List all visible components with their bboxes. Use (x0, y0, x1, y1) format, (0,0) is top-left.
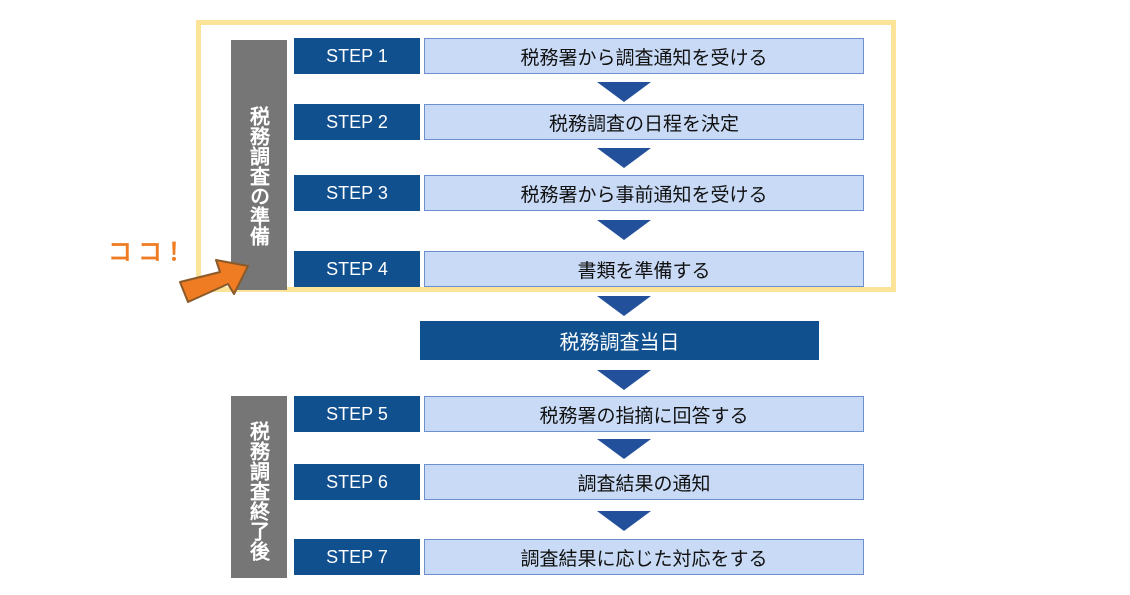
arrow-down-icon (597, 296, 651, 316)
step-6-badge: STEP 6 (294, 464, 420, 500)
arrow-down-icon (597, 439, 651, 459)
callout-text: ココ！ (108, 238, 198, 266)
arrow-down-icon (597, 148, 651, 168)
step-1-description: 税務署から調査通知を受ける (424, 38, 864, 74)
callout-arrow-icon (179, 259, 249, 303)
step-5-badge: STEP 5 (294, 396, 420, 432)
arrow-down-icon (597, 370, 651, 390)
step-5-description: 税務署の指摘に回答する (424, 396, 864, 432)
audit-day-banner: 税務調査当日 (420, 321, 819, 360)
step-7-badge: STEP 7 (294, 539, 420, 575)
step-1-badge: STEP 1 (294, 38, 420, 74)
step-4-description: 書類を準備する (424, 251, 864, 287)
section-label-after-audit: 税務調査終了後 (231, 396, 287, 578)
step-3-badge: STEP 3 (294, 175, 420, 211)
arrow-down-icon (597, 511, 651, 531)
step-2-badge: STEP 2 (294, 104, 420, 140)
section-label-preparation: 税務調査の準備 (231, 40, 287, 290)
highlight-frame (196, 20, 896, 292)
step-3-description: 税務署から事前通知を受ける (424, 175, 864, 211)
step-4-badge: STEP 4 (294, 251, 420, 287)
step-7-description: 調査結果に応じた対応をする (424, 539, 864, 575)
step-2-description: 税務調査の日程を決定 (424, 104, 864, 140)
arrow-down-icon (597, 220, 651, 240)
step-6-description: 調査結果の通知 (424, 464, 864, 500)
arrow-down-icon (597, 82, 651, 102)
